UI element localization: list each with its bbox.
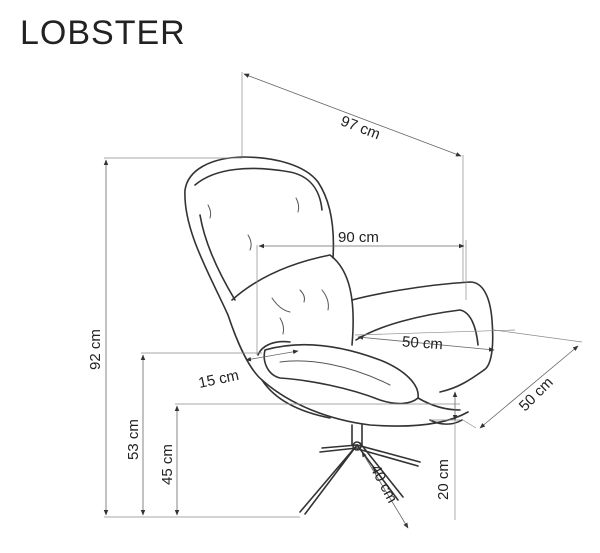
seat-depth-label: 50 cm <box>516 374 557 415</box>
dimension-lines <box>103 72 583 529</box>
seat-front-height-label: 45 cm <box>159 444 176 485</box>
armrest-height-label: 15 cm <box>197 367 241 392</box>
product-title: LOBSTER <box>20 14 186 52</box>
width-seat-top-label: 90 cm <box>338 229 379 246</box>
height-total-label: 92 cm <box>87 329 104 370</box>
chair-outline <box>184 156 494 515</box>
dimension-labels: 97 cm 90 cm 92 cm 53 cm 45 cm 15 cm 50 c… <box>87 113 557 506</box>
seat-height-label: 53 cm <box>125 419 142 460</box>
seat-inner-width-label: 50 cm <box>401 333 443 353</box>
base-height-label: 20 cm <box>435 459 452 500</box>
base-radius-label: 40 cm <box>366 462 400 506</box>
depth-total-label: 97 cm <box>338 113 382 144</box>
